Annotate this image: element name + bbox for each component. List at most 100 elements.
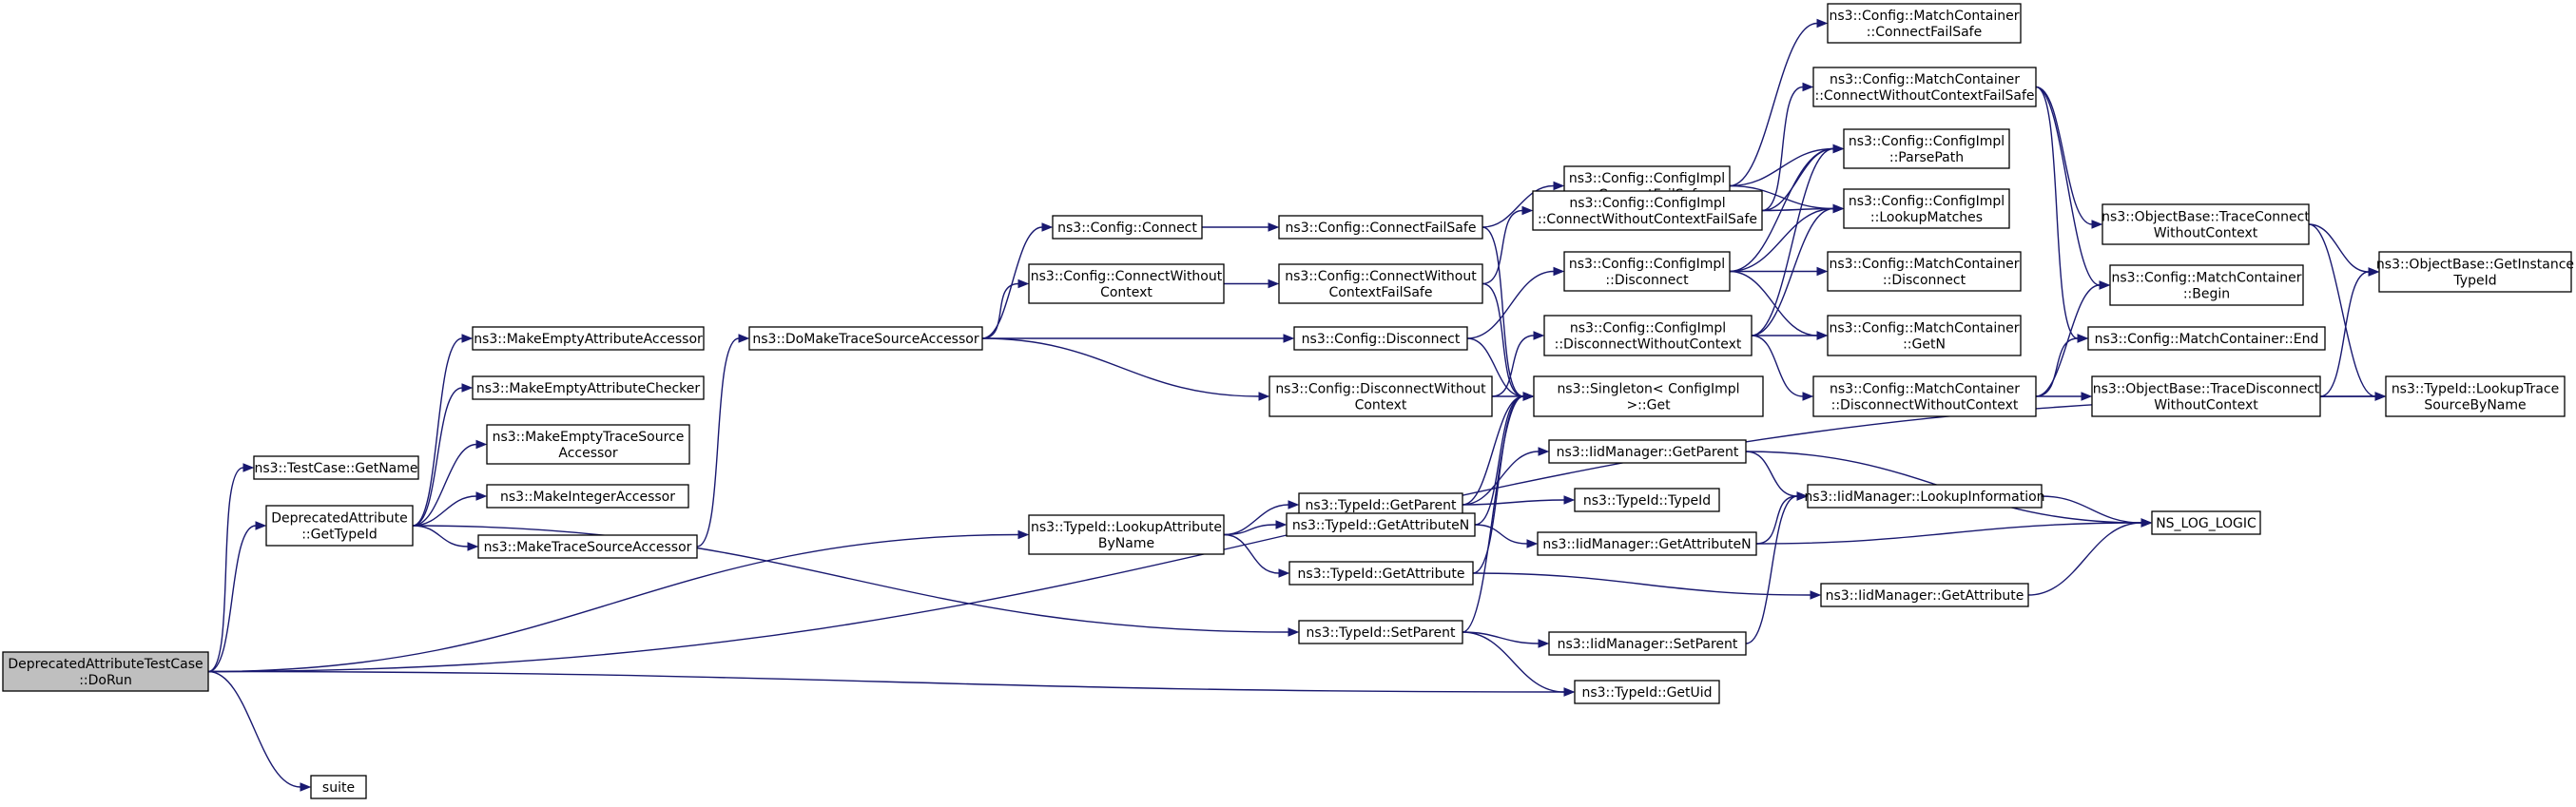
node-impl-disconnect[interactable]: ns3::Config::ConfigImpl::Disconnect [1563,251,1731,292]
node-mc-disconnect[interactable]: ns3::Config::MatchContainer::Disconnect [1827,251,2022,292]
node-config-connect-without-ctx[interactable]: ns3::Config::ConnectWithoutContext [1028,263,1225,304]
node-label: ns3::MakeEmptyAttributeAccessor [474,332,703,347]
node-label: ::DoRun [79,673,132,688]
node-box [748,326,983,351]
arrowhead-icon [1526,539,1539,548]
node-mc-begin[interactable]: ns3::Config::MatchContainer::Begin [2109,264,2304,306]
node-iid-lookupinfo[interactable]: ns3::IidManager::LookupInformation [1804,484,2045,509]
node-label: ns3::Config::ConnectFailSafe [1286,221,1477,236]
node-typeid-setparent[interactable]: ns3::TypeId::SetParent [1298,620,1463,644]
node-typeid-getattributen[interactable]: ns3::TypeId::GetAttributeN [1286,512,1476,537]
edge-line [412,443,477,527]
node-impl-lookupmatches[interactable]: ns3::Config::ConfigImpl::LookupMatches [1843,188,2010,229]
node-box [2109,264,2304,306]
arrowhead-icon [1521,205,1534,216]
node-label: SourceByName [2424,398,2526,413]
node-impl-parsepath[interactable]: ns3::Config::ConfigImpl::ParsePath [1843,128,2010,169]
node-mc-connect-failsafe[interactable]: ns3::Config::MatchContainer::ConnectFail… [1827,3,2022,44]
node-box [2151,510,2261,535]
node-mc-getn[interactable]: ns3::Config::MatchContainer::GetN [1827,315,2022,356]
arrowhead-icon [1832,144,1845,154]
node-iid-getattributen[interactable]: ns3::IidManager::GetAttributeN [1537,531,1757,556]
node-config-connect-without-ctx-fs[interactable]: ns3::Config::ConnectWithoutContextFailSa… [1278,263,1483,304]
edge-impl-disconnect-without-ctx-to-impl-lookupmatches [1751,203,1845,336]
edge-typeid-lookup-attr-to-typeid-getattribute [1223,533,1290,578]
node-iid-getparent[interactable]: ns3::IidManager::GetParent [1548,439,1747,464]
node-mc-end[interactable]: ns3::Config::MatchContainer::End [2087,326,2326,351]
node-ns-log-logic[interactable]: NS_LOG_LOGIC [2151,510,2261,535]
node-label: ::ConnectWithoutContextFailSafe [1814,88,2034,104]
node-label: ::ConnectFailSafe [1867,25,1982,40]
edge-ob-traceconnect-to-typeid-lookuptrace [2308,223,2387,401]
node-label: ns3::IidManager::LookupInformation [1804,490,2044,505]
node-box [1543,315,1753,356]
edge-line [1462,631,1565,693]
node-config-connect-failsafe[interactable]: ns3::Config::ConnectFailSafe [1278,215,1483,240]
edge-line [412,387,463,527]
node-root[interactable]: DeprecatedAttributeTestCase::DoRun [2,651,209,692]
edge-impl-connect-failsafe-to-mc-connect-failsafe [1729,18,1829,187]
node-make-empty-attr-checker[interactable]: ns3::MakeEmptyAttributeChecker [472,375,705,400]
edge-root-to-typeid-lookup-attr [207,529,1030,673]
edge-line [412,495,477,527]
arrowhead-icon [1816,266,1829,277]
edge-typeid-getattributen-to-iid-getattributen [1474,524,1539,548]
node-impl-connect-without-ctx-fs[interactable]: ns3::Config::ConfigImpl::ConnectWithoutC… [1532,190,1763,231]
node-label: ::LookupMatches [1870,210,1983,225]
node-label: ns3::TypeId::GetAttribute [1298,567,1465,582]
node-iid-getattribute[interactable]: ns3::IidManager::GetAttribute [1820,583,2029,607]
node-box [1028,514,1225,555]
edge-do-make-trace-accessor-to-config-disconnect-without-ctx [981,337,1270,401]
node-ob-traceconnect[interactable]: ns3::ObjectBase::TraceConnectWithoutCont… [2101,203,2310,245]
node-label: ::DisconnectWithoutContext [1555,337,1742,353]
edge-line [1729,22,1818,187]
node-iid-setparent[interactable]: ns3::IidManager::SetParent [1548,631,1747,656]
node-dep-gettypeid[interactable]: DeprecatedAttribute::GetTypeId [265,505,414,547]
edge-typeid-getattribute-to-iid-getattribute [1472,572,1822,600]
node-config-connect[interactable]: ns3::Config::Connect [1052,215,1203,240]
node-testcase-getname[interactable]: ns3::TestCase::GetName [253,455,419,480]
node-mc-connect-without-ctx-fs[interactable]: ns3::Config::MatchContainer::ConnectWith… [1812,67,2037,107]
node-typeid-getattribute[interactable]: ns3::TypeId::GetAttribute [1288,561,1474,586]
edge-line [981,337,1260,397]
node-typeid-getuid[interactable]: ns3::TypeId::GetUid [1574,680,1720,704]
node-label: ns3::Config::MatchContainer [1830,321,2020,336]
edge-root-to-dep-gettypeid [207,521,267,673]
node-box [1827,315,2022,356]
node-mc-disconnect-without-ctx[interactable]: ns3::Config::MatchContainer::DisconnectW… [1812,375,2037,417]
node-label: ns3::TypeId::TypeId [1583,493,1711,509]
node-box [2378,251,2572,293]
edge-line [1729,147,1834,187]
node-typeid-getparent[interactable]: ns3::TypeId::GetParent [1298,492,1463,517]
node-make-trace-accessor[interactable]: ns3::MakeTraceSourceAccessor [477,534,698,559]
node-config-disconnect-without-ctx[interactable]: ns3::Config::DisconnectWithoutContext [1269,375,1493,417]
edge-dep-gettypeid-to-make-empty-attr-checker [412,383,474,527]
node-label: ns3::IidManager::GetAttributeN [1542,537,1751,552]
node-label: WithoutContext [2154,398,2258,413]
node-typeid-typeid[interactable]: ns3::TypeId::TypeId [1574,488,1720,512]
node-ob-tracedisconnect[interactable]: ns3::ObjectBase::TraceDisconnectWithoutC… [2091,375,2321,417]
edge-dep-gettypeid-to-make-empty-attr-accessor [412,334,474,527]
edge-config-disconnect-to-impl-disconnect [1466,266,1565,339]
node-make-integer-accessor[interactable]: ns3::MakeIntegerAccessor [486,484,689,509]
node-do-make-trace-accessor[interactable]: ns3::DoMakeTraceSourceAccessor [748,326,983,351]
edge-line [1755,495,1798,545]
node-singleton-get[interactable]: ns3::Singleton< ConfigImpl>::Get [1533,375,1764,417]
edge-impl-disconnect-without-ctx-to-mc-disconnect-without-ctx [1751,335,1814,401]
edge-dep-gettypeid-to-make-trace-accessor [412,525,479,551]
node-config-disconnect[interactable]: ns3::Config::Disconnect [1293,326,1468,351]
node-label: ns3::Config::ConnectWithout [1031,269,1223,284]
node-label: ns3::Config::ConfigImpl [1570,321,1726,336]
node-impl-disconnect-without-ctx[interactable]: ns3::Config::ConfigImpl::DisconnectWitho… [1543,315,1753,356]
node-suite[interactable]: suite [310,775,367,799]
edge-line [1466,337,1524,397]
node-make-empty-attr-accessor[interactable]: ns3::MakeEmptyAttributeAccessor [472,326,705,351]
edge-iid-getattributen-to-ns-log-logic [1755,518,2153,545]
node-box [1820,583,2029,607]
node-label: ns3::TestCase::GetName [254,461,417,476]
